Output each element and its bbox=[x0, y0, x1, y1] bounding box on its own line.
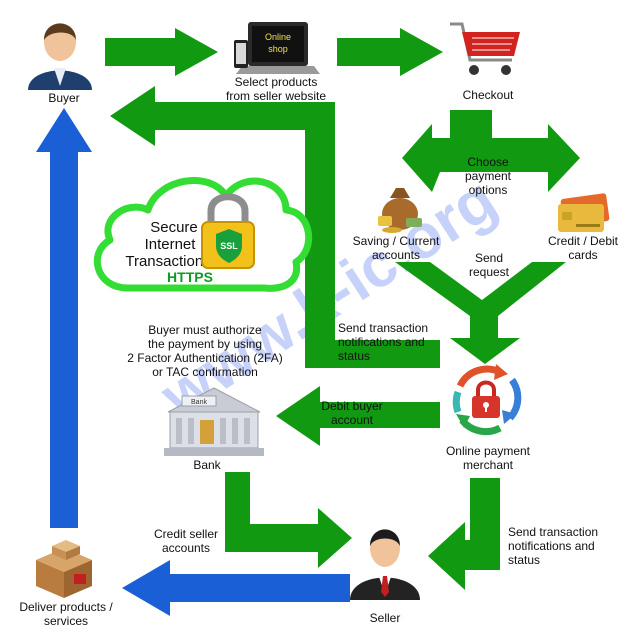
merchant-node: Online payment merchant bbox=[446, 364, 531, 472]
online-shop-line-2: shop bbox=[268, 44, 288, 54]
arrow-shop-to-checkout bbox=[337, 28, 443, 76]
checkout-label: Checkout bbox=[463, 88, 514, 102]
merchant-line-1: Online payment bbox=[446, 444, 531, 458]
debit-buyer-line-2: account bbox=[331, 413, 374, 427]
credit-line-1: Credit / Debit bbox=[548, 234, 619, 248]
bank-node: Bank Bank bbox=[164, 387, 264, 472]
select-products-line-1: Select products bbox=[235, 75, 318, 89]
credit-node: Credit / Debit cards bbox=[548, 193, 619, 262]
bank-label: Bank bbox=[193, 458, 221, 472]
note-top-line-1: Send transaction bbox=[338, 321, 428, 335]
authorize-line-3: 2 Factor Authentication (2FA) bbox=[127, 351, 282, 365]
deliver-node: Deliver products / services bbox=[19, 540, 113, 628]
arrow-merchant-to-seller bbox=[428, 478, 500, 590]
buyer-person-icon bbox=[28, 23, 92, 90]
money-bag-icon bbox=[378, 188, 422, 233]
choose-payment-line-1: Choose bbox=[467, 155, 509, 169]
credit-card-icon bbox=[558, 193, 610, 232]
seller-node: Seller bbox=[350, 529, 420, 625]
arrow-bank-to-seller bbox=[225, 472, 352, 568]
notifications-note-bottom: Send transaction notifications and statu… bbox=[508, 525, 598, 567]
select-products-line-2: from seller website bbox=[226, 89, 326, 103]
package-box-icon bbox=[36, 540, 92, 598]
credit-seller-note: Credit seller accounts bbox=[154, 527, 218, 555]
bank-building-icon: Bank bbox=[164, 387, 264, 456]
arrow-seller-to-deliver bbox=[122, 560, 350, 616]
saving-node: Saving / Current accounts bbox=[353, 188, 440, 262]
authorize-line-2: the payment by using bbox=[148, 337, 262, 351]
merchant-line-2: merchant bbox=[463, 458, 514, 472]
buyer-authorize-note: Buyer must authorize the payment by usin… bbox=[127, 323, 282, 379]
arrow-merchant-to-bank bbox=[276, 386, 440, 446]
note-top-line-3: status bbox=[338, 349, 370, 363]
note-top-line-2: notifications and bbox=[338, 335, 425, 349]
padlock-icon: SSL bbox=[201, 193, 255, 269]
cloud-line-1: Secure bbox=[150, 219, 198, 236]
seller-person-icon bbox=[350, 529, 420, 600]
choose-payment-line-3: options bbox=[469, 183, 508, 197]
send-request-line-2: request bbox=[469, 265, 510, 279]
saving-line-2: accounts bbox=[372, 248, 420, 262]
secure-cloud: Secure Internet Transactions HTTPS SSL bbox=[93, 177, 313, 292]
cloud-line-2: Internet bbox=[145, 236, 197, 253]
note-bottom-line-1: Send transaction bbox=[508, 525, 598, 539]
note-bottom-line-2: notifications and bbox=[508, 539, 595, 553]
authorize-line-4: or TAC confirmation bbox=[152, 365, 258, 379]
select-products-node: Online shop Select products from seller … bbox=[226, 22, 326, 103]
secure-cycle-icon bbox=[452, 364, 522, 436]
deliver-line-1: Deliver products / bbox=[19, 600, 113, 614]
checkout-node: Checkout bbox=[450, 22, 520, 102]
debit-buyer-note: Debit buyer account bbox=[321, 399, 382, 427]
choose-payment-line-2: payment bbox=[465, 169, 512, 183]
buyer-label: Buyer bbox=[48, 91, 79, 105]
send-request-node: Send request bbox=[469, 251, 510, 279]
seller-label: Seller bbox=[370, 611, 401, 625]
shopping-cart-icon bbox=[450, 22, 520, 75]
note-bottom-line-3: status bbox=[508, 553, 540, 567]
ssl-label: SSL bbox=[220, 241, 238, 251]
deliver-line-2: services bbox=[44, 614, 88, 628]
bank-sign: Bank bbox=[191, 399, 207, 406]
https-label: HTTPS bbox=[167, 269, 213, 285]
arrow-checkout-branch bbox=[402, 110, 580, 192]
arrow-merge-to-merchant bbox=[395, 262, 566, 364]
credit-seller-line-2: accounts bbox=[162, 541, 210, 555]
saving-line-1: Saving / Current bbox=[353, 234, 440, 248]
send-request-line-1: Send bbox=[475, 251, 503, 265]
notifications-note-top: Send transaction notifications and statu… bbox=[338, 321, 428, 363]
arrow-merchant-to-buyer bbox=[110, 86, 440, 368]
debit-buyer-line-1: Debit buyer bbox=[321, 399, 382, 413]
authorize-line-1: Buyer must authorize bbox=[148, 323, 262, 337]
choose-payment-node: Choose payment options bbox=[465, 155, 512, 197]
credit-line-2: cards bbox=[568, 248, 597, 262]
arrow-buyer-to-shop bbox=[105, 28, 218, 76]
laptop-phone-icon: Online shop bbox=[234, 22, 320, 74]
online-shop-line-1: Online bbox=[265, 32, 291, 42]
cloud-line-3: Transactions bbox=[125, 253, 210, 270]
arrow-deliver-to-buyer bbox=[36, 108, 92, 528]
buyer-node: Buyer bbox=[28, 23, 92, 105]
credit-seller-line-1: Credit seller bbox=[154, 527, 218, 541]
